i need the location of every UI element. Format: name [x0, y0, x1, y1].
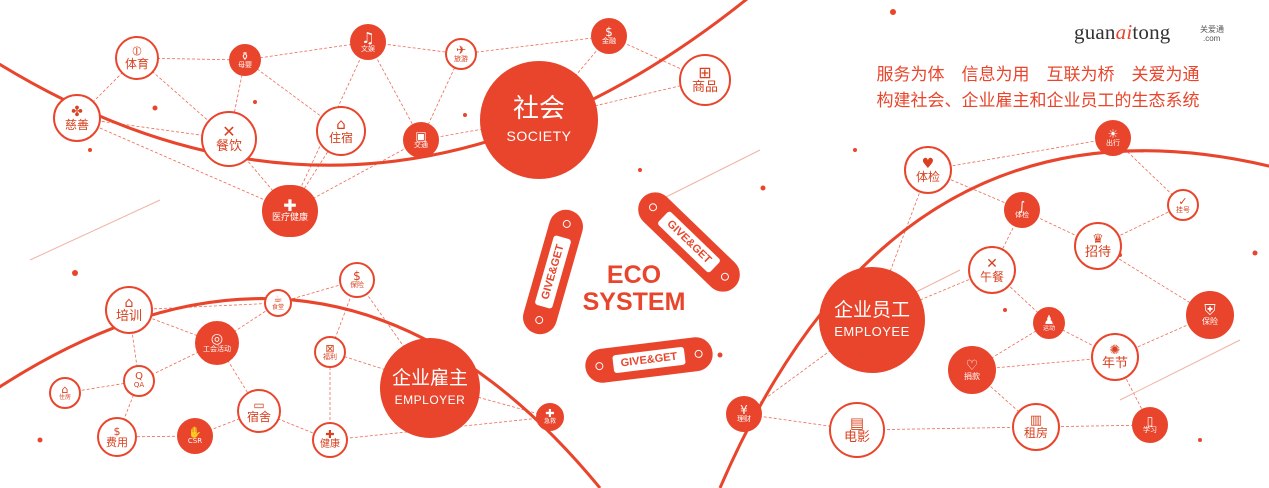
society-node-transport[interactable]: ▣ 交通 [403, 122, 439, 158]
employer-node-training[interactable]: ⌂ 培训 [105, 286, 153, 334]
red-cross-icon: ✚ [545, 407, 555, 421]
society-node-travel[interactable]: ✈ 旅游 [445, 38, 477, 70]
employer-node-welfare[interactable]: ⊠ 福利 [314, 336, 346, 368]
employer-node-health[interactable]: ✚ 健康 [312, 422, 348, 458]
society-node-goods[interactable]: ⊞ 商品 [679, 54, 731, 106]
clover-icon: ✤ [71, 103, 83, 120]
brand-name-accent: ai [1115, 20, 1133, 44]
employer-hub-label: 企业雇主 [391, 367, 468, 390]
employee-node-insurance[interactable]: ⛨ 保险 [1186, 291, 1234, 339]
clipboard-icon: ✓ [1178, 194, 1188, 208]
employer-node-csr[interactable]: ✋ CSR [177, 418, 213, 454]
employee-node-checkup-2[interactable]: ∫ 体检 [1004, 192, 1040, 228]
employee-node-checkup[interactable]: ♥ 体检 [904, 146, 952, 194]
firecracker-icon: ✺ [1109, 342, 1121, 358]
airplane-icon: ✈ [455, 43, 467, 58]
film-icon: ▤ [849, 413, 865, 432]
music-note-icon: ♫ [361, 28, 375, 47]
q-and-a-icon: Q [135, 371, 143, 383]
employer-node-first-aid[interactable]: ✚ 急救 [536, 403, 564, 431]
employer-hub[interactable]: 企业雇主 EMPLOYER [380, 338, 480, 438]
car-sun-icon: ☀ [1107, 127, 1119, 142]
bank-building-icon: ⌂ [124, 295, 134, 312]
cutlery-icon: ✕ [222, 122, 236, 142]
decorative-dots [37, 9, 1258, 443]
heart-pulse-icon: ♥ [921, 155, 935, 172]
society-node-charity[interactable]: ✤ 慈善 [53, 94, 101, 142]
society-arc [0, 0, 749, 167]
employee-hub-en: EMPLOYEE [834, 324, 910, 340]
employee-node-hospitality[interactable]: ♛ 招待 [1074, 222, 1122, 270]
employer-node-housing[interactable]: ⌂ 住房 [49, 377, 81, 409]
money-bag-icon: ¥ [740, 403, 748, 418]
gift-box-icon: ⊠ [325, 341, 335, 355]
brand-name-left: guan [1074, 20, 1116, 44]
employer-node-dormitory[interactable]: ▭ 宿舍 [237, 389, 281, 433]
train-icon: ▣ [415, 129, 427, 144]
society-node-medical[interactable]: ✚ 医疗健康 [262, 185, 318, 237]
ping-pong-icon: ⦶ [132, 44, 142, 60]
handshake-icon: ✋ [188, 425, 202, 439]
employer-arc [0, 297, 602, 488]
employee-node-lunch[interactable]: ✕ 午餐 [968, 246, 1016, 294]
shield-money-icon: $ [353, 269, 361, 284]
slogan-line-1: 服务为体 信息为用 互联为桥 关爱为通 [876, 65, 1200, 85]
employee-node-festival[interactable]: ✺ 年节 [1091, 333, 1139, 381]
brand-cn: 关爱通 [1200, 25, 1224, 34]
employee-node-travel[interactable]: ☀ 出行 [1095, 120, 1131, 156]
society-node-catering[interactable]: ✕ 餐饮 [201, 111, 257, 167]
shopping-cart-icon: ⊞ [698, 63, 712, 83]
reception-icon: ♛ [1092, 231, 1104, 247]
employer-node-qa[interactable]: Q QA [123, 365, 155, 397]
baby-bottle-icon: ⚱ [240, 49, 250, 63]
employee-node-exercise[interactable]: ♟ 运动 [1033, 307, 1065, 339]
society-node-sports[interactable]: ⦶ 体育 [115, 36, 159, 80]
slogan-line-2: 构建社会、企业雇主和企业员工的生态系统 [876, 91, 1200, 111]
employer-node-expense[interactable]: $ 费用 [97, 417, 137, 457]
society-hub-en: SOCIETY [506, 127, 572, 144]
house-icon: ⌂ [336, 115, 346, 134]
dining-icon: ☕ [273, 293, 283, 305]
coins-icon: $ [605, 25, 613, 40]
society-hub[interactable]: 社会 SOCIETY [480, 61, 598, 179]
cash-icon: $ [113, 424, 121, 438]
society-hub-label: 社会 [512, 94, 565, 125]
employee-node-wealth[interactable]: ¥ 理财 [726, 396, 762, 432]
eco-line-1: ECO [606, 261, 662, 289]
brand-name-right: tong [1132, 20, 1171, 44]
home-icon: ⌂ [61, 383, 69, 397]
society-node-lodging[interactable]: ⌂ 住宿 [316, 106, 366, 156]
cutlery-icon: ✕ [986, 255, 998, 272]
brand-com: .com [1203, 34, 1221, 43]
union-badge-icon: ◎ [210, 331, 224, 348]
employee-node-movie[interactable]: ▤ 电影 [829, 402, 885, 458]
employee-hub[interactable]: 企业员工 EMPLOYEE [819, 267, 925, 373]
brand-logo[interactable]: guanaitong [1074, 20, 1171, 45]
first-aid-kit-icon: ✚ [283, 196, 297, 216]
eco-line-2: SYSTEM [582, 288, 686, 316]
employee-node-study[interactable]: ▯ 学习 [1132, 407, 1168, 443]
employee-hub-label: 企业员工 [833, 298, 910, 321]
society-node-finance[interactable]: $ 金融 [591, 18, 627, 54]
walking-icon: ♟ [1043, 312, 1055, 327]
employee-node-donation[interactable]: ♡ 捐款 [948, 346, 996, 394]
shield-icon: ⛨ [1204, 301, 1216, 320]
employer-node-canteen[interactable]: ☕ 食堂 [264, 289, 292, 317]
employer-node-insurance[interactable]: $ 保险 [339, 262, 375, 298]
heart-dollar-icon: ♡ [965, 357, 979, 374]
society-node-entertainment[interactable]: ♫ 文娱 [350, 24, 386, 60]
society-node-maternal[interactable]: ⚱ 母婴 [229, 44, 261, 76]
employee-node-registration[interactable]: ✓ 挂号 [1167, 189, 1199, 221]
bed-icon: ▭ [253, 397, 265, 412]
building-icon: ▥ [1029, 413, 1043, 429]
medical-bag-icon: ✚ [325, 428, 335, 442]
eco-system-title: ECO SYSTEM [574, 262, 694, 316]
employer-hub-en: EMPLOYER [394, 392, 466, 407]
stethoscope-icon: ∫ [1018, 199, 1026, 214]
employee-arc [718, 149, 1269, 488]
employer-node-union[interactable]: ◎ 工会活动 [195, 321, 239, 365]
employee-node-rent[interactable]: ▥ 租房 [1012, 403, 1060, 451]
book-icon: ▯ [1146, 414, 1154, 429]
